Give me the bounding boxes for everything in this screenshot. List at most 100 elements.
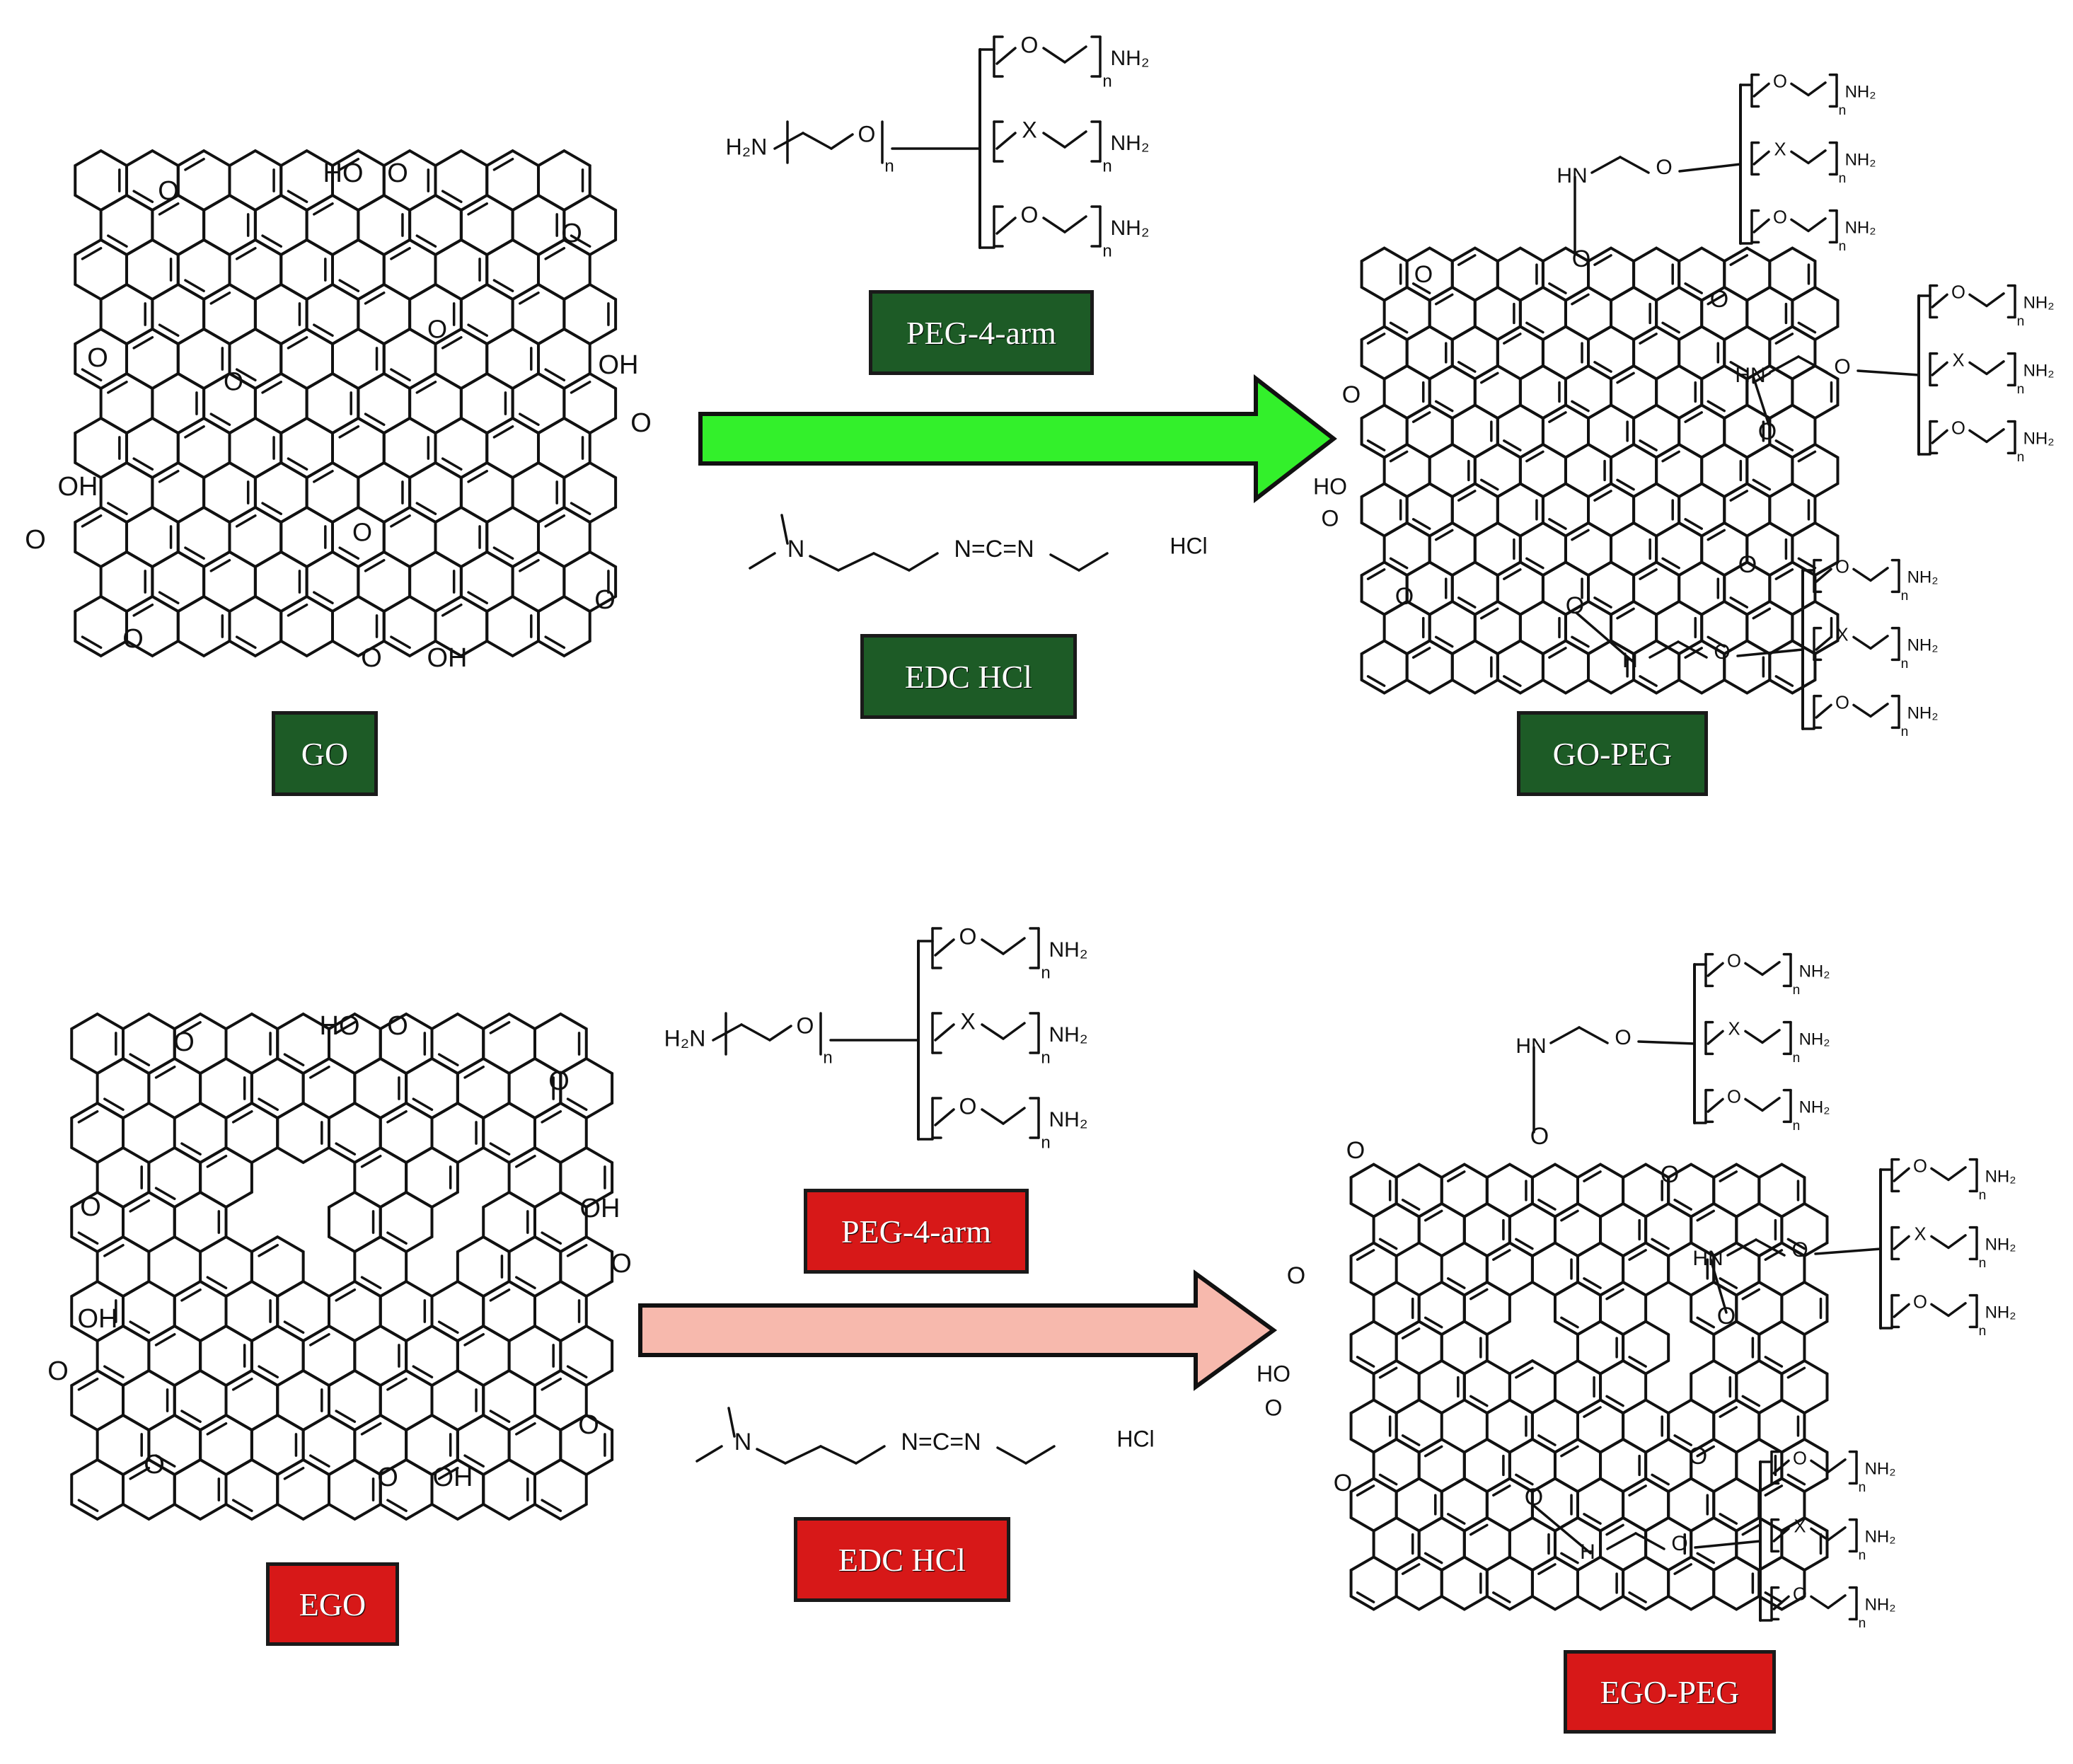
atom-label: O — [1414, 261, 1433, 288]
bond — [1549, 1026, 1581, 1044]
bond — [1492, 1591, 1511, 1603]
atom-label: O — [1689, 1443, 1707, 1470]
bond — [1752, 375, 1770, 426]
atom-label: O — [1951, 283, 1965, 303]
bond — [158, 323, 180, 337]
bond — [1434, 400, 1454, 413]
bond — [1807, 217, 1827, 233]
bond — [1741, 1288, 1761, 1301]
hexagon-ring — [533, 1458, 588, 1521]
bond — [81, 635, 103, 649]
atom-label: O — [352, 518, 372, 547]
bond — [335, 1021, 357, 1034]
bond — [107, 502, 128, 515]
bond — [129, 1053, 151, 1066]
bond — [1378, 1366, 1398, 1379]
bond — [1366, 439, 1386, 451]
bond — [132, 336, 154, 350]
bond — [180, 1289, 202, 1302]
bond — [467, 470, 488, 483]
atom-label: NH₂ — [1799, 1030, 1830, 1049]
bond — [180, 1021, 202, 1034]
atom-label: H — [1580, 1540, 1595, 1564]
bond — [467, 591, 488, 604]
atom-label: O — [173, 1027, 195, 1057]
bond — [154, 1187, 176, 1200]
bond — [154, 1066, 176, 1079]
bond — [335, 1289, 357, 1302]
atom-label: O — [1265, 1395, 1283, 1420]
bond — [1457, 490, 1477, 502]
bond — [1411, 282, 1431, 294]
bond — [1042, 132, 1066, 149]
bond — [364, 413, 386, 426]
bond — [261, 381, 283, 394]
bond — [180, 1410, 202, 1423]
atom-label: n — [1839, 103, 1847, 118]
bond — [1684, 518, 1703, 530]
atom-label: O — [1566, 592, 1584, 619]
bond — [313, 323, 334, 337]
bond — [727, 1407, 736, 1438]
ego-sheet — [70, 1012, 614, 1521]
bond — [154, 1454, 176, 1468]
bond — [313, 470, 334, 483]
bond — [1931, 361, 1948, 376]
bond — [1729, 254, 1749, 266]
bond — [1619, 156, 1650, 174]
bond — [1593, 490, 1612, 502]
bond — [566, 1097, 588, 1111]
bond — [81, 247, 103, 260]
atom-label: O — [630, 408, 652, 438]
bond — [235, 368, 257, 381]
bond — [1616, 371, 1635, 384]
bond — [1761, 961, 1781, 976]
bond — [1628, 1485, 1647, 1497]
bond — [544, 635, 566, 649]
bond — [360, 1155, 382, 1168]
atom-label: O — [1530, 1123, 1549, 1150]
bond — [489, 1289, 511, 1302]
atom-label: OH — [78, 1304, 118, 1334]
bond — [338, 546, 360, 560]
bond — [1002, 1107, 1026, 1125]
atom-label: H — [1622, 649, 1638, 672]
bond — [1736, 648, 1804, 657]
bond — [1571, 635, 1590, 648]
bond — [1752, 607, 1772, 620]
atom-label: n — [1793, 983, 1801, 998]
bond — [1537, 1199, 1557, 1211]
atom-label: HO — [1313, 473, 1347, 499]
bond — [1985, 428, 2005, 444]
bond — [1869, 635, 1889, 650]
bond — [1366, 675, 1386, 687]
atom-label: O — [1615, 1026, 1631, 1049]
atom-label: O — [1758, 418, 1777, 445]
bond — [1593, 254, 1612, 266]
bond — [1648, 640, 1680, 659]
bond — [386, 1499, 408, 1512]
bond — [261, 234, 283, 248]
bond — [1616, 607, 1635, 620]
go-peg-sheet — [1360, 246, 1840, 695]
atom-label: O — [1656, 156, 1672, 179]
bond — [1797, 557, 1817, 570]
bond — [437, 1467, 459, 1480]
thick-right-arrow-icon — [638, 1269, 1278, 1391]
atom-label: HO — [323, 158, 364, 188]
bond — [1677, 640, 1708, 659]
bond — [209, 413, 231, 426]
bond — [463, 1066, 485, 1079]
bond — [1560, 1209, 1579, 1222]
bond — [1434, 293, 1454, 306]
bond — [1605, 1523, 1624, 1536]
atom-label: NH₂ — [1049, 1108, 1088, 1131]
bond — [258, 1365, 279, 1378]
bond — [519, 292, 540, 305]
atom-label: O — [594, 585, 616, 615]
atom-label: O — [361, 643, 382, 673]
bond — [830, 133, 854, 150]
